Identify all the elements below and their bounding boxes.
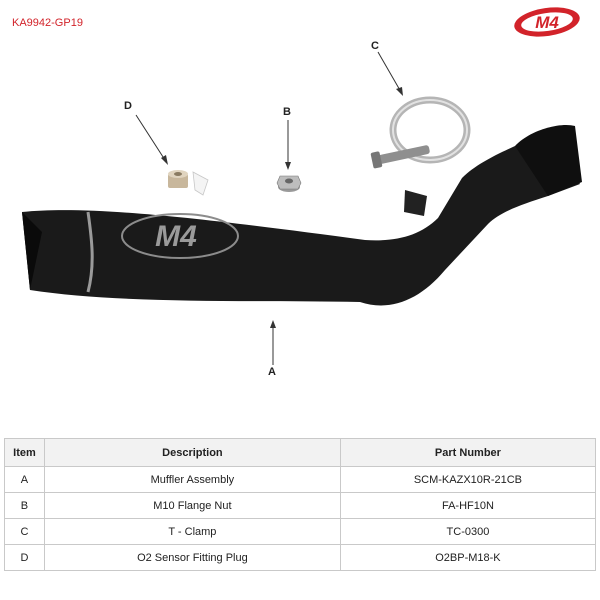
cell-part-number: TC-0300 bbox=[339, 518, 597, 545]
callout-c-arrowhead bbox=[396, 87, 403, 96]
muffler-logo-text: M4 bbox=[155, 220, 197, 253]
cell-description: O2 Sensor Fitting Plug bbox=[43, 544, 341, 571]
cell-item: D bbox=[4, 544, 45, 571]
callout-label-c: C bbox=[371, 40, 379, 52]
callout-label-d: D bbox=[124, 100, 132, 112]
product-code: KA9942-GP19 bbox=[12, 17, 83, 29]
column-header-part-number: Part Number bbox=[339, 438, 597, 467]
table-row: A Muffler Assembly SCM-KAZX10R-21CB bbox=[4, 466, 597, 493]
brand-logo-text: M4 bbox=[535, 13, 559, 32]
o2-sensor-plug bbox=[168, 170, 209, 196]
brand-logo: M4 bbox=[514, 7, 580, 37]
t-clamp bbox=[370, 96, 471, 169]
flange-nut bbox=[276, 175, 302, 192]
column-header-description: Description bbox=[43, 438, 341, 467]
callout-label-a: A bbox=[268, 366, 276, 378]
cell-part-number: SCM-KAZX10R-21CB bbox=[339, 466, 597, 493]
table-row: D O2 Sensor Fitting Plug O2BP-M18-K bbox=[4, 544, 597, 571]
parts-table: Item Description Part Number A Muffler A… bbox=[4, 438, 597, 571]
column-header-item: Item bbox=[4, 438, 45, 467]
cell-description: T - Clamp bbox=[43, 518, 341, 545]
product-photo: M4 bbox=[22, 51, 582, 365]
callout-c-arrow bbox=[377, 51, 402, 93]
callout-b-arrowhead bbox=[285, 162, 291, 170]
cell-item: A bbox=[4, 466, 45, 493]
cell-description: M10 Flange Nut bbox=[43, 492, 341, 519]
table-row: B M10 Flange Nut FA-HF10N bbox=[4, 492, 597, 519]
callout-a-arrowhead bbox=[270, 320, 276, 328]
cell-item: C bbox=[4, 518, 45, 545]
cell-description: Muffler Assembly bbox=[43, 466, 341, 493]
cell-part-number: O2BP-M18-K bbox=[339, 544, 597, 571]
parts-table-header-row: Item Description Part Number bbox=[4, 438, 597, 467]
callout-d-arrowhead bbox=[161, 155, 168, 165]
callout-d-arrow bbox=[135, 114, 166, 161]
muffler-assembly: M4 bbox=[22, 124, 582, 306]
callout-label-b: B bbox=[283, 106, 291, 118]
cell-part-number: FA-HF10N bbox=[339, 492, 597, 519]
table-row: C T - Clamp TC-0300 bbox=[4, 518, 597, 545]
cell-item: B bbox=[4, 492, 45, 519]
